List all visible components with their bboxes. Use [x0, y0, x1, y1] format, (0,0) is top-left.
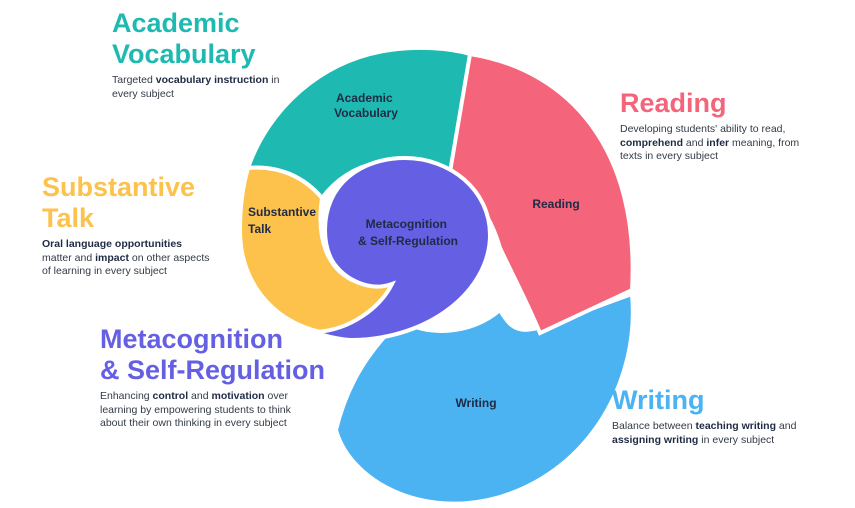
- talk-segment-label: Substantive Talk: [248, 205, 319, 236]
- reading-segment-label: Reading: [532, 197, 579, 211]
- academic-vocabulary-title: Academic Vocabulary: [112, 8, 256, 69]
- reading-block: Reading Developing students' ability to …: [620, 88, 840, 164]
- vocab-segment-label: Academic Vocabulary: [334, 91, 398, 120]
- writing-segment: [333, 291, 635, 506]
- reading-title: Reading: [620, 88, 727, 118]
- writing-block: Writing Balance between teaching writing…: [612, 385, 842, 447]
- writing-segment-label: Writing: [455, 396, 496, 410]
- academic-vocabulary-description: Targeted vocabulary instruction in every…: [112, 74, 280, 100]
- metacognition-segment: [308, 155, 493, 343]
- substantive-talk-block: Substantive Talk Oral language opportuni…: [42, 172, 242, 279]
- metacognition-description: Enhancing control and motivation over le…: [100, 390, 291, 429]
- metacognition-block: Metacognition & Self-Regulation Enhancin…: [100, 324, 350, 431]
- reading-description: Developing students' ability to read, co…: [620, 123, 800, 162]
- substantive-talk-description: Oral language opportunities matter and i…: [42, 238, 210, 277]
- metacognition-title: Metacognition & Self-Regulation: [100, 324, 326, 385]
- writing-description: Balance between teaching writing and ass…: [612, 420, 797, 446]
- substantive-talk-title: Substantive Talk: [42, 172, 196, 233]
- academic-vocabulary-block: Academic Vocabulary Targeted vocabulary …: [112, 8, 312, 101]
- writing-title: Writing: [612, 385, 705, 415]
- meta-segment-label: Metacognition & Self-Regulation: [358, 217, 458, 248]
